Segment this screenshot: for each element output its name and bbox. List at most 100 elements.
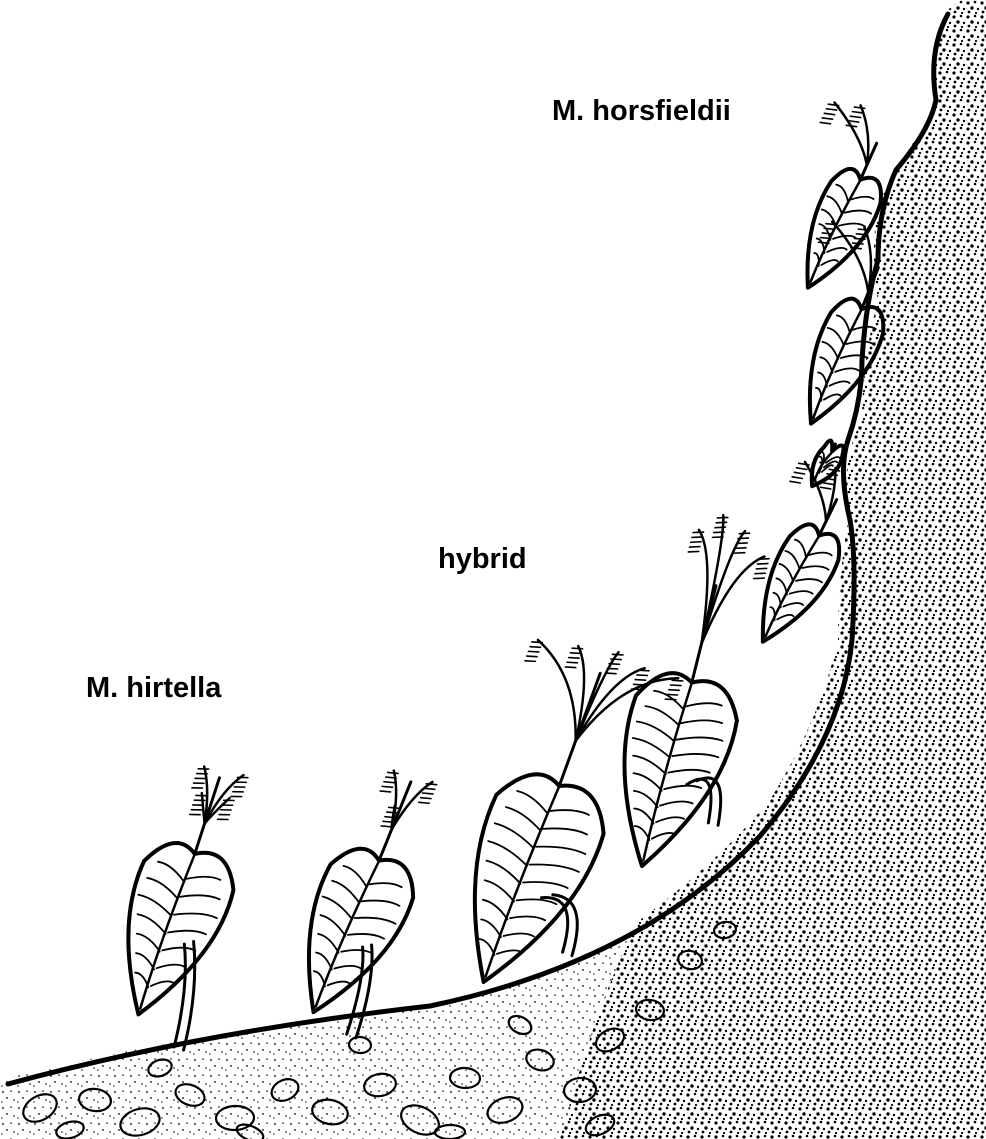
flower-hair bbox=[637, 672, 647, 678]
vein bbox=[168, 923, 206, 944]
flower-branch bbox=[817, 103, 885, 166]
vein bbox=[631, 755, 669, 774]
vein bbox=[802, 559, 829, 579]
flower-hair bbox=[525, 658, 535, 664]
vein bbox=[672, 746, 718, 767]
vein bbox=[632, 808, 656, 823]
plant bbox=[273, 758, 457, 1039]
vein bbox=[340, 866, 370, 886]
flower-hair bbox=[797, 465, 807, 472]
flower-hair bbox=[669, 687, 679, 693]
flower-hair bbox=[528, 649, 538, 655]
flower-hair bbox=[670, 682, 680, 688]
flower-hair bbox=[191, 807, 201, 813]
flower-hair bbox=[691, 539, 701, 544]
flower-hair bbox=[231, 794, 241, 800]
vein bbox=[134, 933, 163, 951]
flower-hair bbox=[635, 677, 645, 683]
vein bbox=[845, 203, 872, 222]
flower-hair bbox=[419, 800, 429, 807]
flower-hair bbox=[757, 561, 767, 566]
vein bbox=[328, 881, 362, 903]
vein bbox=[133, 953, 157, 970]
flower-hair bbox=[530, 644, 540, 650]
vein bbox=[514, 791, 550, 813]
vein bbox=[362, 892, 400, 915]
flower-hair bbox=[567, 659, 577, 665]
root-stem bbox=[161, 941, 217, 1050]
flower-hair bbox=[822, 115, 832, 122]
flower-hair bbox=[195, 775, 205, 781]
flower-hair bbox=[381, 823, 391, 830]
vein bbox=[481, 880, 517, 902]
vein bbox=[631, 773, 664, 791]
flower-hair bbox=[716, 520, 726, 525]
vein bbox=[783, 597, 803, 614]
flower-hair bbox=[221, 807, 231, 813]
vein bbox=[162, 941, 195, 961]
vein bbox=[135, 894, 174, 916]
flower-hair bbox=[820, 485, 830, 492]
vein bbox=[530, 855, 579, 881]
vein bbox=[677, 730, 723, 751]
flower-hair bbox=[382, 784, 392, 791]
flower-hair bbox=[423, 790, 433, 797]
flower-hair bbox=[734, 550, 744, 555]
vein bbox=[135, 914, 169, 934]
vein bbox=[186, 869, 221, 889]
vein bbox=[681, 713, 723, 733]
flower-hair bbox=[569, 655, 579, 661]
flower-hair bbox=[824, 111, 834, 118]
vein bbox=[157, 958, 185, 976]
vein bbox=[348, 925, 384, 948]
flower-hair bbox=[794, 470, 804, 477]
flower-hair bbox=[218, 816, 228, 822]
label-hirtella: M. hirtella bbox=[86, 672, 222, 704]
plant bbox=[91, 754, 270, 1050]
vein bbox=[643, 706, 681, 725]
flower-hair bbox=[826, 106, 836, 113]
flower-hair bbox=[756, 566, 766, 571]
flower-branch bbox=[692, 515, 733, 644]
vein bbox=[334, 959, 361, 978]
vein bbox=[536, 837, 585, 863]
flower-hair bbox=[850, 113, 860, 120]
midrib bbox=[643, 684, 691, 862]
vein bbox=[634, 721, 676, 741]
vein bbox=[155, 861, 186, 880]
vein bbox=[517, 891, 557, 914]
flower-hair bbox=[421, 795, 431, 802]
flower-hair bbox=[792, 474, 802, 481]
vein bbox=[830, 376, 850, 392]
leaf bbox=[742, 518, 848, 657]
vein bbox=[174, 905, 217, 928]
vein bbox=[180, 887, 220, 909]
flower-hair bbox=[234, 784, 244, 790]
vein bbox=[664, 779, 701, 798]
vein bbox=[368, 875, 401, 896]
vein bbox=[827, 243, 847, 259]
flower-hair bbox=[219, 812, 229, 818]
vein bbox=[685, 697, 722, 716]
vein bbox=[630, 738, 672, 758]
vein bbox=[790, 584, 813, 602]
label-hybrid: hybrid bbox=[438, 543, 527, 575]
vein bbox=[835, 362, 859, 380]
flower-hair bbox=[192, 785, 202, 791]
flower-hair bbox=[384, 779, 394, 786]
flower-hair bbox=[820, 120, 830, 127]
flower-hair bbox=[380, 788, 390, 795]
vein bbox=[523, 873, 568, 898]
vein bbox=[631, 791, 660, 808]
vein bbox=[355, 909, 396, 933]
vein bbox=[144, 878, 180, 899]
vein bbox=[483, 860, 524, 883]
flower-hair bbox=[688, 549, 698, 554]
vein bbox=[503, 807, 544, 830]
vein bbox=[480, 900, 511, 920]
vein bbox=[510, 909, 545, 930]
flower-hair bbox=[690, 544, 700, 549]
flower-hair bbox=[233, 789, 243, 795]
flower-hair bbox=[527, 653, 537, 659]
